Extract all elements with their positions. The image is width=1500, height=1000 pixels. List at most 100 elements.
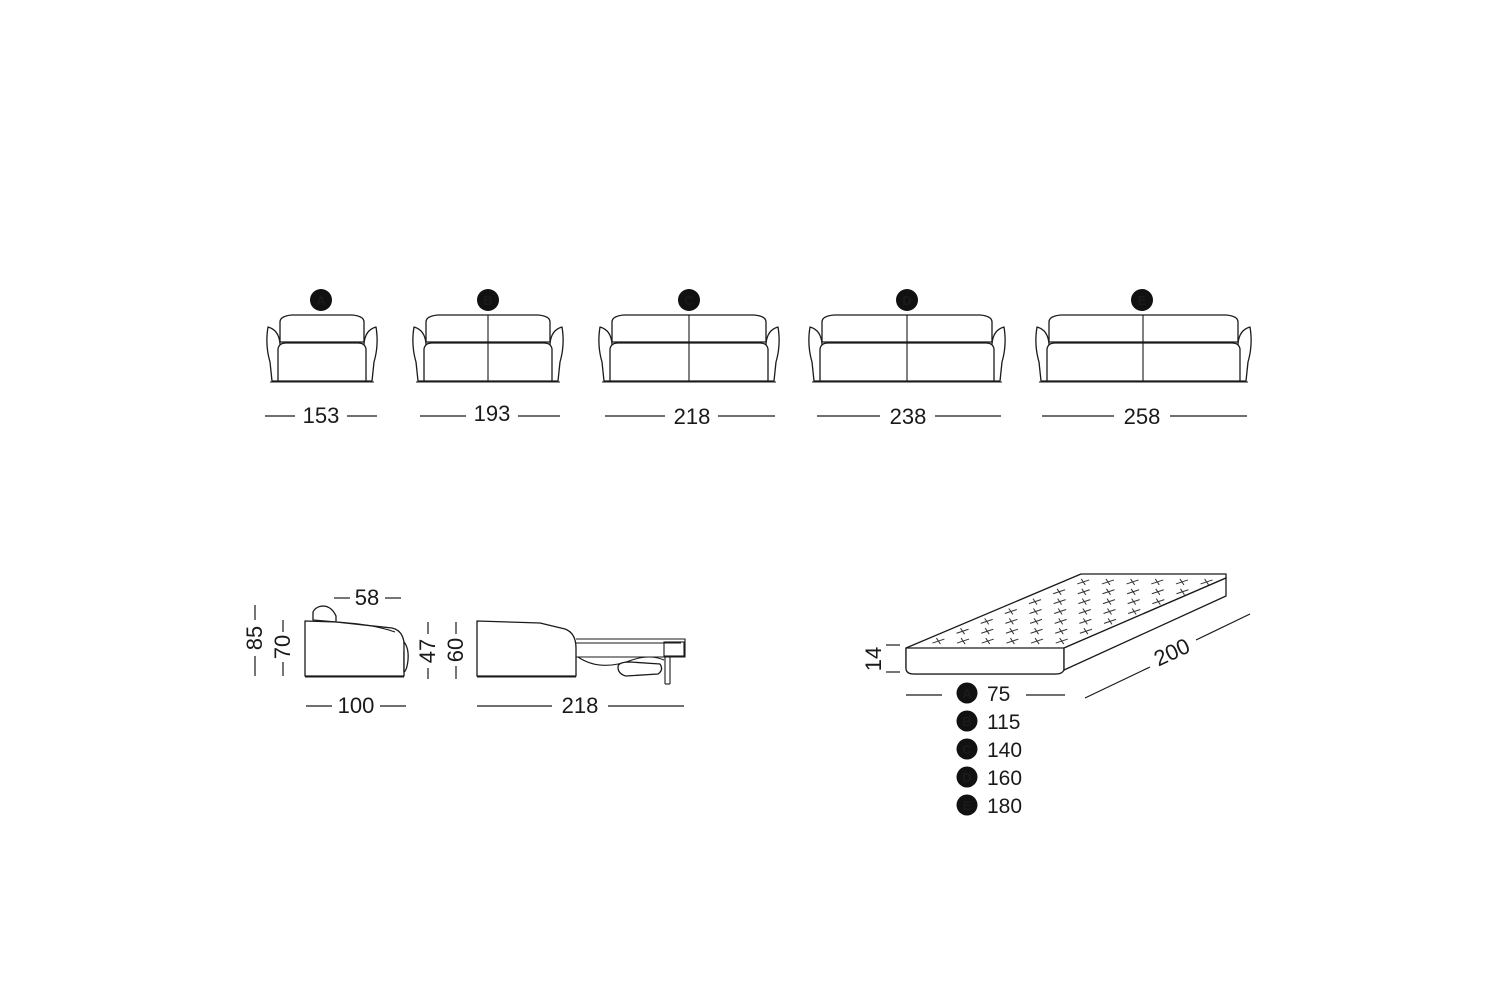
tuft-mark — [1128, 608, 1141, 615]
dimension-line — [1084, 666, 1151, 699]
total-height-label: 85 — [242, 626, 267, 650]
tuft-mark — [1151, 588, 1164, 596]
right-arm — [991, 326, 1006, 382]
width-badge-letter: E — [963, 798, 972, 813]
tuft-mark — [981, 627, 994, 635]
tuft-mark — [1054, 608, 1067, 615]
tuft-mark — [1152, 598, 1165, 605]
tuft-mark — [1126, 588, 1140, 596]
tuft-mark — [956, 627, 969, 635]
tuft-mark — [1055, 637, 1068, 645]
width-badge-b — [956, 710, 978, 732]
tuft-mark — [1151, 578, 1164, 586]
seat-line — [335, 621, 396, 633]
width-badge-e — [956, 794, 978, 816]
model-c-front-view: C — [598, 289, 780, 383]
mattress-width-d: D 160 — [956, 766, 1022, 790]
model-b-badge — [477, 289, 499, 311]
model-a-width-label: 153 — [303, 403, 340, 428]
bed-frame — [576, 638, 686, 658]
width-badge-c — [956, 738, 978, 760]
bed-height-label: 60 — [443, 638, 468, 662]
tuft-mark — [1029, 608, 1042, 615]
mattress-thickness-label: 14 — [861, 647, 886, 671]
model-a-front-view: A — [266, 289, 378, 383]
right-arm — [765, 326, 780, 382]
tuft-mark — [980, 618, 993, 625]
tuft-mark — [1102, 598, 1116, 605]
tuft-mark — [1054, 618, 1067, 625]
width-value: 160 — [987, 767, 1022, 790]
tuft-mark — [1079, 618, 1092, 625]
folded-cushion — [617, 661, 663, 677]
tuft-mark — [981, 637, 994, 645]
tuft-mark — [1004, 608, 1017, 615]
mattress-width-b: B 115 — [956, 710, 1020, 734]
tuft-mark — [1055, 627, 1068, 635]
tuft-mark — [1102, 588, 1115, 596]
model-b-width-label: 193 — [474, 401, 511, 426]
tuft-mark — [1005, 627, 1019, 635]
tuft-mark — [1052, 588, 1066, 596]
tuft-mark — [1077, 578, 1090, 586]
width-value: 75 — [987, 683, 1010, 706]
tuft-mark — [932, 637, 945, 645]
model-c-width-label: 218 — [674, 404, 711, 429]
tuft-mark — [1077, 588, 1090, 596]
model-d-badge — [896, 289, 918, 311]
tuft-mark — [1005, 618, 1018, 625]
mattress-tufting — [932, 578, 1213, 645]
model-a-badge-letter: A — [316, 293, 326, 308]
mattress-width-c: C 140 — [956, 738, 1022, 762]
front-views: A 153 B 193 — [265, 289, 1252, 429]
front-roll — [403, 641, 409, 673]
right-arm — [549, 326, 564, 382]
width-badge-letter: B — [962, 714, 971, 729]
mattress-width-e: E 180 — [956, 794, 1022, 818]
dimension-line — [1195, 613, 1251, 641]
model-b-badge-letter: B — [483, 293, 492, 308]
model-d-front-view: D — [808, 289, 1006, 383]
model-d-badge-letter: D — [902, 293, 911, 308]
tuft-mark — [1200, 578, 1213, 586]
tuft-mark — [1127, 598, 1140, 605]
right-arm — [1237, 326, 1252, 382]
model-a-width-dimension: 153 — [265, 403, 377, 428]
model-d-width-dimension: 238 — [817, 404, 1001, 429]
mattress-width-a: A 75 — [956, 682, 1010, 706]
arm-height-label: 70 — [270, 635, 295, 659]
mattress-side-face — [1063, 577, 1227, 671]
left-arm — [808, 326, 823, 382]
model-c-width-dimension: 218 — [605, 404, 775, 429]
model-d-width-label: 238 — [890, 404, 927, 429]
width-badge-letter: C — [962, 742, 972, 757]
model-e-width-label: 258 — [1124, 404, 1161, 429]
tuft-mark — [1079, 627, 1093, 635]
tuft-mark — [1029, 618, 1043, 625]
sofa-side-body — [476, 620, 577, 677]
model-b-front-view: B — [412, 289, 564, 383]
left-arm — [598, 326, 613, 382]
side-view-open-dimensions: 47 60 218 — [415, 622, 684, 718]
tuft-mark — [1030, 637, 1044, 645]
seat-height-label: 47 — [415, 639, 440, 663]
side-view-closed-dimensions: 58 85 70 100 — [242, 585, 406, 718]
mattress-length-label: 200 — [1150, 633, 1194, 671]
right-arm — [363, 326, 378, 382]
tuft-mark — [1103, 608, 1116, 615]
left-arm — [266, 326, 281, 382]
tuft-mark — [1101, 578, 1115, 586]
left-arm — [412, 326, 427, 382]
width-badge-letter: D — [962, 770, 971, 785]
model-b-width-dimension: 193 — [420, 401, 560, 426]
tuft-mark — [1028, 598, 1042, 605]
side-view-closed — [304, 605, 409, 678]
left-arm — [1035, 326, 1050, 382]
model-a-badge — [310, 289, 332, 311]
tuft-mark — [1176, 588, 1189, 596]
model-e-front-view: E — [1035, 289, 1252, 383]
model-c-badge-letter: C — [684, 293, 694, 308]
seat-depth-label: 58 — [355, 585, 379, 610]
side-view-open — [476, 620, 686, 685]
